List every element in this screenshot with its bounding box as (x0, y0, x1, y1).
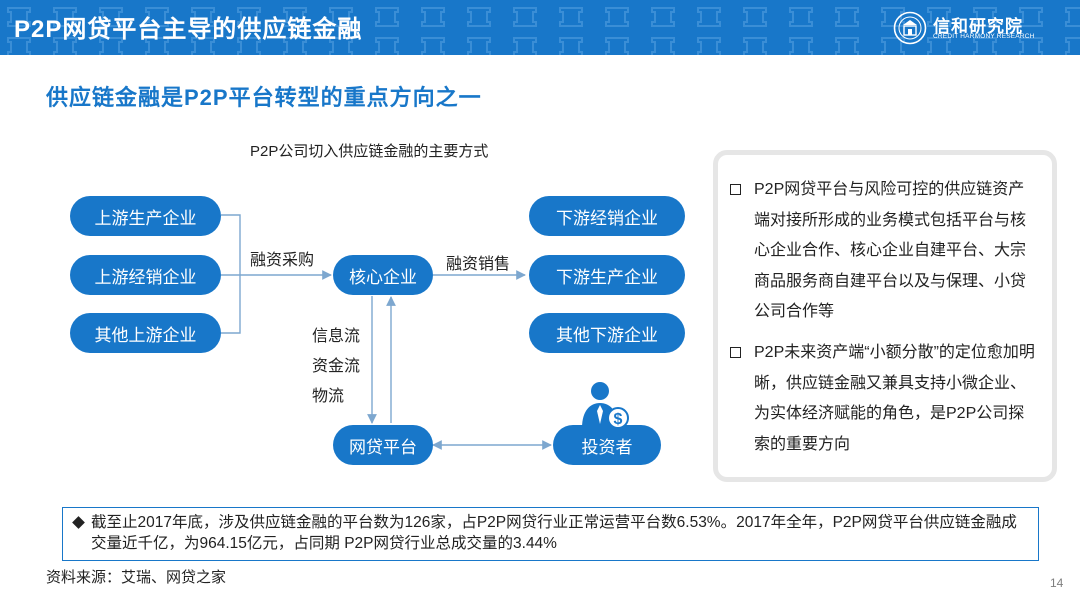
page-number: 14 (1050, 576, 1064, 590)
node-downstream-other: 其他下游企业 (529, 313, 685, 353)
label-capital-flow: 资金流 (312, 358, 361, 375)
node-investor: 投资者 (553, 425, 661, 465)
node-upstream-production: 上游生产企业 (70, 196, 221, 236)
logo-english-text: CREDIT HARMONY RESEARCH (933, 33, 1035, 40)
node-downstream-production: 下游生产企业 (529, 255, 685, 295)
svg-text:$: $ (614, 411, 623, 428)
footer-note-text: 截至止2017年底，涉及供应链金融的平台数为126家，占P2P网贷行业正常运营平… (91, 514, 1017, 552)
note-text-1: P2P网贷平台与风险可控的供应链资产端对接所形成的业务模式包括平台与核心企业合作… (754, 181, 1027, 320)
credit-harmony-logo-icon (893, 11, 927, 45)
label-financing-purchase: 融资采购 (250, 252, 315, 269)
diamond-bullet-icon (72, 516, 85, 529)
node-upstream-other: 其他上游企业 (70, 313, 221, 353)
header-bar: P2P网贷平台主导的供应链金融 信和研究院 CREDIT HARMONY RES… (0, 0, 1080, 55)
node-downstream-distribution: 下游经销企业 (529, 196, 685, 236)
footer-note-box: 截至止2017年底，涉及供应链金融的平台数为126家，占P2P网贷行业正常运营平… (62, 507, 1039, 561)
data-source: 资料来源：艾瑞、网贷之家 (46, 569, 227, 586)
notes-panel: P2P网贷平台与风险可控的供应链资产端对接所形成的业务模式包括平台与核心企业合作… (713, 150, 1057, 482)
slide-subtitle: 供应链金融是P2P平台转型的重点方向之一 (46, 85, 482, 110)
note-item: P2P未来资产端“小额分散”的定位愈加明晰，供应链金融又兼具支持小微企业、为实体… (730, 338, 1040, 460)
header-title: P2P网贷平台主导的供应链金融 (14, 16, 363, 43)
square-bullet-icon (730, 347, 741, 358)
note-text-2: P2P未来资产端“小额分散”的定位愈加明晰，供应链金融又兼具支持小微企业、为实体… (754, 344, 1035, 453)
note-item: P2P网贷平台与风险可控的供应链资产端对接所形成的业务模式包括平台与核心企业合作… (730, 175, 1040, 328)
label-information-flow: 信息流 (312, 328, 361, 345)
investor-person-dollar-icon: $ (582, 382, 629, 429)
diagram-title: P2P公司切入供应链金融的主要方式 (250, 143, 489, 160)
label-logistics-flow: 物流 (312, 388, 345, 405)
node-core-enterprise: 核心企业 (333, 255, 433, 295)
square-bullet-icon (730, 184, 741, 195)
node-p2p-platform: 网贷平台 (333, 425, 433, 465)
upstream-bracket (221, 214, 241, 334)
node-upstream-distribution: 上游经销企业 (70, 255, 221, 295)
header-pattern (0, 0, 1080, 55)
label-financing-sales: 融资销售 (446, 256, 511, 273)
logo-text: 信和研究院 (933, 17, 1023, 36)
